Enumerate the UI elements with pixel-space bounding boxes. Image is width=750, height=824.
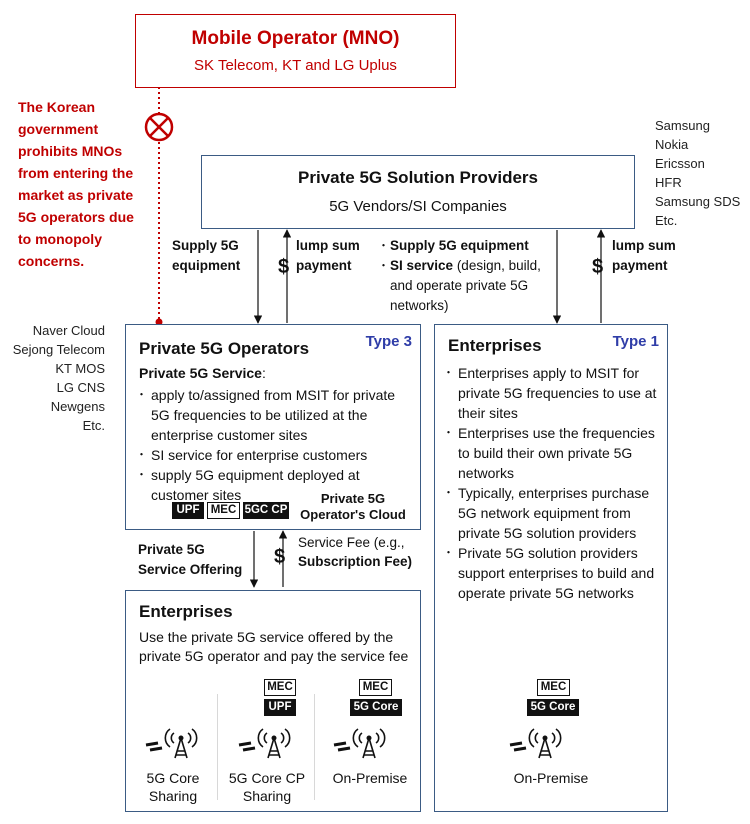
- enterprises-type1-bullet: Enterprises use the frequencies to build…: [443, 423, 662, 483]
- mno-subtitle: SK Telecom, KT and LG Uplus: [194, 57, 397, 74]
- supply-label-right: Supply 5G equipment: [390, 238, 529, 253]
- prohibited-icon: [144, 112, 174, 142]
- government-note: The Korean government prohibits MNOs fro…: [18, 99, 134, 269]
- mec-chip: MEC: [359, 679, 392, 696]
- operator-name: Newgens: [50, 399, 105, 414]
- antenna-tower-icon: [145, 728, 198, 759]
- model-caption-on-premise: On-Premise: [332, 770, 408, 786]
- dollar-sign-fee: $: [274, 546, 286, 568]
- mno-title: Mobile Operator (MNO): [191, 28, 400, 49]
- operator-name: Naver Cloud: [32, 323, 105, 338]
- enterprises-type1-title: Enterprises: [448, 336, 542, 355]
- type1-caption-on-premise: On-Premise: [513, 770, 589, 786]
- operator-name: Sejong Telecom: [12, 342, 105, 357]
- enterprises-type1-bullet: Typically, enterprises purchase 5G netwo…: [443, 483, 662, 543]
- operator-cloud-label: Private 5G Operator's Cloud: [300, 491, 406, 522]
- mec-chip: MEC: [207, 502, 240, 519]
- private-5g-operators-box: Private 5G Operators Type 3 Private 5G S…: [125, 324, 421, 530]
- model-divider: [217, 694, 218, 800]
- enterprises-type1-bullet: Private 5G solution providers support en…: [443, 543, 662, 603]
- antenna-tower-icon: [238, 728, 291, 759]
- vendor-name: Nokia: [655, 137, 689, 152]
- 5g-core-chip: 5G Core: [350, 699, 402, 716]
- enterprises-type1-bullet-list: Enterprises apply to MSIT for private 5G…: [443, 363, 662, 603]
- supply-si-labels: ・ Supply 5G equipment ・ SI service (desi…: [378, 236, 550, 316]
- 5gc-cp-chip: 5GC CP: [243, 502, 289, 519]
- enterprises-type3-title: Enterprises: [139, 602, 233, 621]
- payment-label-right: lump sum payment: [612, 238, 676, 273]
- enterprises-type1-bullet: Enterprises apply to MSIT for private 5G…: [443, 363, 662, 423]
- operator-name: Etc.: [82, 418, 105, 433]
- enterprises-type3-box: Enterprises Use the private 5G service o…: [125, 590, 421, 812]
- vendor-name: Ericsson: [655, 156, 705, 171]
- operators-bullet: supply 5G equipment deployed at customer…: [136, 465, 414, 505]
- enterprises-type3-description: Use the private 5G service offered by th…: [139, 629, 409, 664]
- operators-bullet: SI service for enterprise customers: [136, 445, 414, 465]
- service-fee-label: Service Fee (e.g., Subscription Fee): [298, 535, 413, 569]
- operator-name: KT MOS: [55, 361, 105, 376]
- upf-chip: UPF: [172, 502, 204, 519]
- dollar-sign-left: $: [278, 256, 290, 278]
- operators-service-label: Private 5G Service:: [139, 365, 266, 381]
- si-service-label: SI service: [390, 258, 454, 273]
- operators-bullet: apply to/assigned from MSIT for private …: [136, 385, 414, 445]
- dollar-sign-right: $: [592, 256, 604, 278]
- solution-providers-title: Private 5G Solution Providers: [298, 168, 538, 187]
- vendor-name: Samsung: [655, 118, 710, 133]
- model-caption-core-cp-sharing: 5G Core CP Sharing: [228, 770, 306, 804]
- model-divider: [314, 694, 315, 800]
- supply-item: ・ Supply 5G equipment: [378, 238, 529, 253]
- operators-title: Private 5G Operators: [139, 339, 310, 358]
- type-1-tag: Type 1: [612, 333, 659, 350]
- solution-providers-box: Private 5G Solution Providers 5G Vendors…: [201, 155, 635, 229]
- si-service-detail: (design, build, and operate private 5G n…: [390, 258, 541, 313]
- type-3-tag: Type 3: [365, 333, 412, 350]
- solution-providers-subtitle: 5G Vendors/SI Companies: [329, 198, 507, 215]
- 5g-core-chip: 5G Core: [527, 699, 579, 716]
- operators-bullet-list: apply to/assigned from MSIT for private …: [136, 385, 414, 505]
- antenna-tower-icon: [333, 728, 386, 759]
- upf-chip: UPF: [264, 699, 296, 716]
- si-service-item: ・ SI service (design, build, and operate…: [378, 258, 541, 313]
- mec-chip: MEC: [264, 679, 296, 696]
- payment-label-left: lump sum payment: [296, 238, 360, 273]
- vendor-name: Etc.: [655, 213, 678, 228]
- vendor-name: HFR: [655, 175, 682, 190]
- vendor-name: Samsung SDS: [655, 194, 741, 209]
- service-offering-label: Private 5G Service Offering: [138, 542, 243, 577]
- operator-name: LG CNS: [56, 380, 105, 395]
- mec-chip: MEC: [537, 679, 570, 696]
- antenna-tower-icon: [509, 728, 562, 759]
- model-caption-core-sharing: 5G Core Sharing: [146, 770, 200, 804]
- mno-box: Mobile Operator (MNO) SK Telecom, KT and…: [135, 14, 456, 88]
- enterprises-type1-box: Enterprises Type 1 Enterprises apply to …: [434, 324, 668, 812]
- supply-label-left: Supply 5G equipment: [172, 238, 241, 273]
- mno-link-dot: [155, 318, 163, 326]
